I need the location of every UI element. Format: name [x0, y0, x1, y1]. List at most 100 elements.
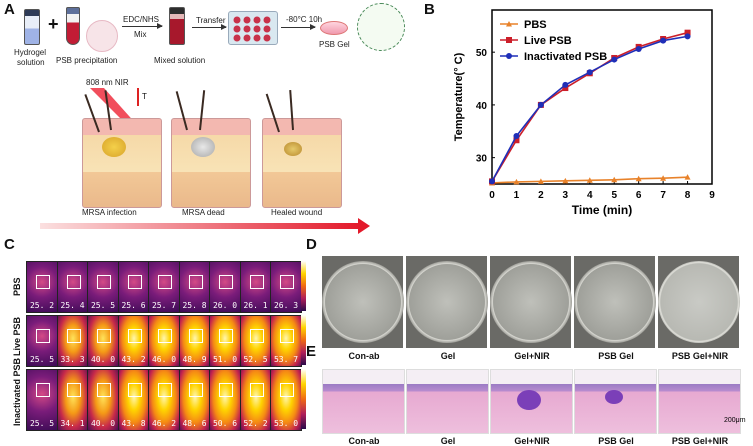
- thermal-colorbar: [301, 261, 306, 311]
- thermal-image: 46. 0: [148, 315, 180, 367]
- psb-tube: [66, 7, 80, 45]
- thermal-value: 48. 6: [182, 419, 207, 428]
- x-tick-label: 2: [538, 190, 544, 201]
- thermal-image: 25. 5: [26, 369, 58, 431]
- thermal-value: 40. 0: [90, 355, 116, 364]
- plate-label: Gel: [440, 351, 456, 361]
- psb-gel-disc: [320, 21, 348, 35]
- data-point: [562, 81, 569, 88]
- measure-cross-icon: [249, 383, 264, 397]
- measure-cross-icon: [36, 275, 50, 289]
- progress-arrow-bar: [40, 223, 360, 229]
- x-tick-label: 1: [514, 190, 520, 201]
- data-point: [489, 178, 495, 185]
- thermal-value: 52. 2: [243, 419, 268, 428]
- thermal-value: 25. 6: [121, 301, 146, 310]
- data-point: [611, 176, 618, 183]
- legend-label: Live PSB: [524, 35, 572, 47]
- plate-label: Gel+NIR: [514, 351, 550, 361]
- histology-label: Gel: [440, 436, 456, 446]
- psb-precipitation-label: PSB precipitation: [56, 56, 118, 65]
- thermal-image: 25. 5: [87, 261, 119, 313]
- thermal-image: 26. 1: [239, 261, 272, 313]
- measure-cross-icon: [219, 329, 233, 343]
- gel-zoom-circle: [357, 3, 405, 51]
- measure-cross-icon: [127, 383, 142, 397]
- panel-e-letter: E: [306, 343, 317, 360]
- nir-label: 808 nm NIR: [86, 78, 129, 87]
- thermal-value: 50. 6: [212, 419, 238, 428]
- thermal-value: 25. 5: [90, 301, 116, 310]
- thermal-image: 25. 4: [56, 261, 89, 313]
- measure-cross-icon: [158, 383, 172, 397]
- legend-marker: [506, 37, 512, 43]
- panel-b-letter: B: [424, 1, 435, 18]
- y-tick-label: 30: [476, 154, 488, 165]
- thermal-value: 25. 4: [60, 301, 85, 310]
- hydrogel-vial: [24, 9, 40, 45]
- measure-cross-icon: [249, 329, 264, 343]
- skin-label-healed: Healed wound: [271, 208, 323, 217]
- measure-cross-icon: [36, 383, 50, 397]
- healed-cluster: [284, 142, 302, 156]
- data-point: [684, 33, 691, 40]
- transfer-label: Transfer: [196, 16, 226, 25]
- thermal-row-label: PBS: [12, 277, 22, 296]
- x-tick-label: 6: [636, 190, 642, 201]
- edc-label: EDC/NHS: [123, 15, 160, 24]
- plus-sign: +: [48, 14, 59, 34]
- thermal-value: 33. 3: [60, 355, 85, 364]
- x-tick-label: 5: [611, 190, 617, 201]
- measure-cross-icon: [66, 383, 81, 397]
- agar-dish: [490, 261, 572, 343]
- data-point: [537, 101, 544, 108]
- measure-cross-icon: [66, 275, 81, 289]
- measure-cross-icon: [127, 329, 142, 343]
- thermal-image: 52. 5: [239, 315, 272, 367]
- thermal-value: 40. 0: [90, 419, 116, 428]
- legend-marker: [506, 21, 512, 27]
- measure-cross-icon: [36, 329, 50, 343]
- data-point: [660, 37, 667, 44]
- t-label: T: [142, 92, 147, 101]
- thermal-value: 25. 7: [151, 301, 177, 310]
- hydrogel-label-2: solution: [17, 58, 45, 67]
- thermal-value: 25. 8: [182, 301, 207, 310]
- data-point: [635, 175, 642, 182]
- thermal-image: 26. 0: [209, 261, 241, 313]
- data-point: [586, 69, 593, 76]
- skin-label-dead: MRSA dead: [182, 208, 225, 217]
- y-tick-label: 50: [476, 48, 488, 59]
- x-axis-label: Time (min): [572, 203, 632, 217]
- x-tick-label: 3: [563, 190, 569, 201]
- x-tick-label: 4: [587, 190, 593, 201]
- legend-label: Inactivated PSB: [524, 51, 607, 63]
- agar-dish: [574, 261, 656, 343]
- skin-mrsa-infection: [82, 118, 162, 208]
- measure-cross-icon: [188, 275, 203, 289]
- measure-cross-icon: [127, 275, 142, 289]
- transfer-arrow: [192, 24, 227, 30]
- thermal-image: 25. 7: [148, 261, 180, 313]
- data-point: [513, 178, 520, 185]
- abscess-nodule: [517, 390, 541, 410]
- data-point: [513, 137, 520, 144]
- thermal-image: 48. 9: [178, 315, 211, 367]
- freeze-label: -80°C 10h: [286, 15, 323, 24]
- histology-image: [574, 369, 657, 434]
- measure-cross-icon: [158, 329, 172, 343]
- thermal-image: 48. 6: [178, 369, 211, 431]
- histology-label: PSB Gel: [598, 436, 634, 446]
- agar-dish: [406, 261, 488, 343]
- infection-cluster: [102, 137, 126, 157]
- data-point: [660, 175, 667, 181]
- abscess-nodule: [605, 390, 623, 404]
- thermal-value: 46. 2: [151, 419, 177, 428]
- thermal-image: 46. 2: [148, 369, 180, 431]
- measure-cross-icon: [219, 275, 233, 289]
- thermal-image: 43. 2: [117, 315, 150, 367]
- temperature-up-arrow-icon: [137, 88, 139, 106]
- legend-marker: [506, 53, 512, 59]
- thermal-image: 25. 6: [117, 261, 150, 313]
- plot-frame: [491, 9, 713, 185]
